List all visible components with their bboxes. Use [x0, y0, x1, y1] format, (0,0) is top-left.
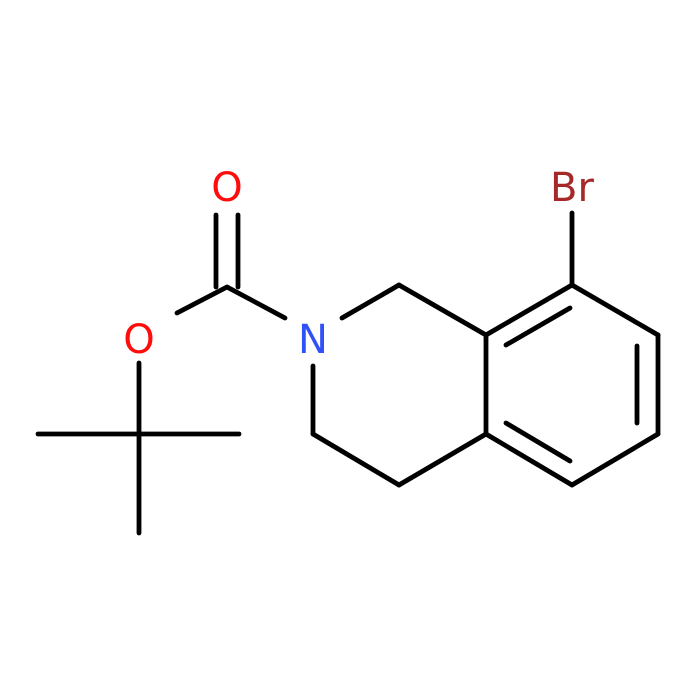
atom-label-carbonyl-oxygen: O	[211, 165, 242, 211]
bond-inner-c4a-c5	[503, 420, 573, 464]
bond-c7-c8	[569, 282, 661, 338]
atom-label-ring-nitrogen: N	[298, 317, 328, 363]
bond-c4-c4a	[396, 431, 489, 488]
atom-label-ester-oxygen: O	[123, 317, 154, 363]
bond-c4a-c5	[483, 431, 575, 488]
carbonyl-double-bond	[213, 212, 241, 290]
atom-label-bromine: Br	[550, 165, 594, 211]
bond-carbonyl-n	[224, 284, 288, 321]
bond-carbonyl-ester-o	[174, 284, 230, 316]
bond-c8-c8a	[483, 282, 575, 338]
bond-c1-c8a	[396, 282, 489, 338]
bond-c5-c6	[569, 431, 661, 488]
bond-n-c1	[339, 282, 402, 321]
bond-inner-c8-c8a	[503, 305, 573, 348]
bond-c3-c4	[310, 431, 402, 488]
